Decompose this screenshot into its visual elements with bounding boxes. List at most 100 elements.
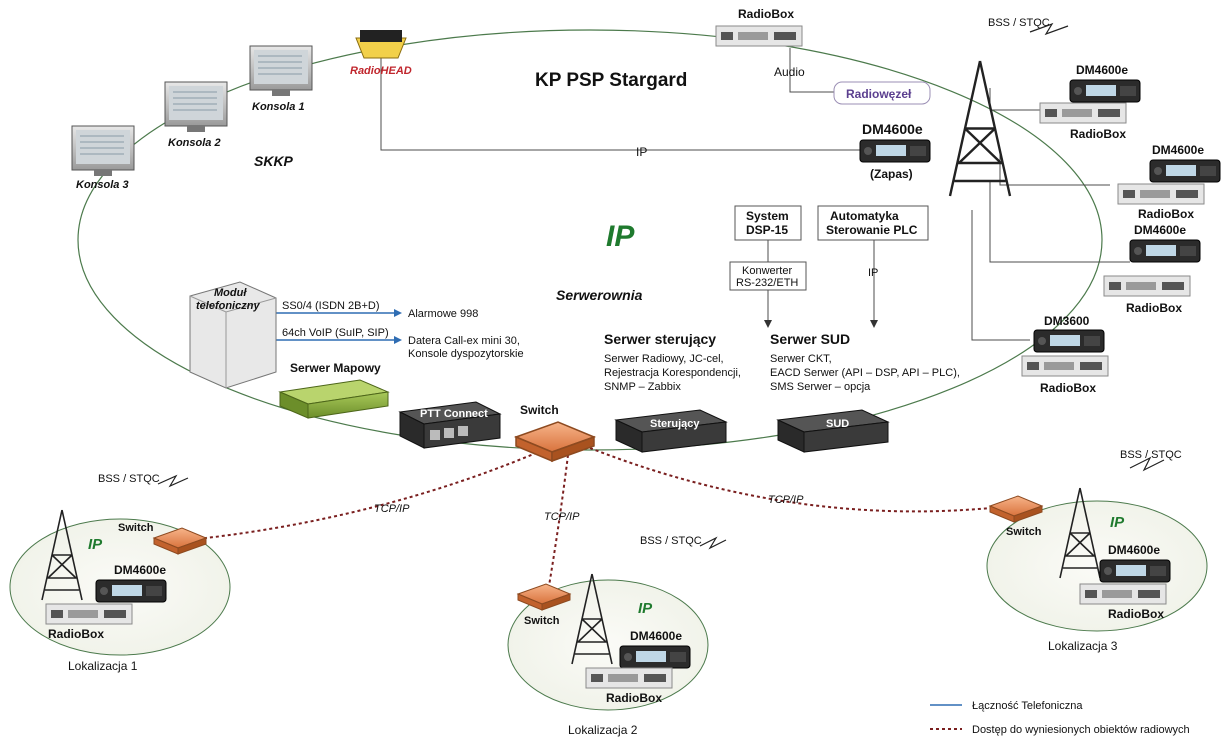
main-switch-label: Switch xyxy=(520,403,559,417)
converter-line2: RS-232/ETH xyxy=(736,277,798,289)
stack-2-radio-label: DM4600e xyxy=(1152,143,1204,157)
dsp-system-line2: DSP-15 xyxy=(746,223,788,237)
location-3-box-label: RadioBox xyxy=(1108,607,1164,621)
location-3-radio xyxy=(1099,559,1171,583)
location-1-box-label: RadioBox xyxy=(48,627,104,641)
main-bss-label: BSS / STQC xyxy=(988,17,1050,29)
location-3-radiobox xyxy=(1079,583,1167,605)
server-room-label: Serwerownia xyxy=(556,287,643,303)
audio-link xyxy=(789,48,834,93)
location-3-radio-label: DM4600e xyxy=(1108,543,1160,557)
plc-ip-label: IP xyxy=(868,267,878,279)
location-2-radiobox xyxy=(585,667,673,689)
plc-line2: Sterowanie PLC xyxy=(826,223,918,237)
location-1-radiobox xyxy=(45,603,133,625)
stack-1-box-label: RadioBox xyxy=(1070,127,1126,141)
phone-link-2-label: 64ch VoIP (SuIP, SIP) xyxy=(282,327,389,339)
sud-server-line2: EACD Serwer (API – DSP, API – PLC), xyxy=(770,367,960,379)
stack-1-radio xyxy=(1069,79,1141,103)
location-3-switch-label: Switch xyxy=(1006,526,1042,538)
sud-server-line1: Serwer CKT, xyxy=(770,353,832,365)
main-tower-icon xyxy=(948,59,1012,198)
stack-3-radio xyxy=(1129,239,1201,263)
stack-link-4 xyxy=(971,210,1030,341)
console-3-monitor xyxy=(71,125,135,177)
main-ring xyxy=(77,29,1103,451)
radiohead-label: RadioHEAD xyxy=(350,65,412,77)
stack-link-1 xyxy=(989,88,1040,111)
ip-link-radiohead xyxy=(380,50,860,151)
sud-server-device-label: SUD xyxy=(826,418,849,430)
stack-3-radiobox xyxy=(1103,275,1191,297)
control-server-title: Serwer sterujący xyxy=(604,331,716,347)
ptt-connect-label: PTT Connect xyxy=(420,408,488,420)
phone-link-2-target: Datera Call-ex mini 30, xyxy=(408,335,520,347)
stack-3-box-label: RadioBox xyxy=(1126,301,1182,315)
control-server-line3: SNMP – Zabbix xyxy=(604,381,681,393)
dsp-system-line1: System xyxy=(746,209,789,223)
location-2-radio-label: DM4600e xyxy=(630,629,682,643)
tcpip-link-1 xyxy=(187,447,549,541)
location-1-ip: IP xyxy=(88,536,103,553)
location-1-bss: BSS / STQC xyxy=(98,473,160,485)
stack-4-radio-label: DM3600 xyxy=(1044,314,1090,328)
location-2-radio xyxy=(619,645,691,669)
location-1-name: Lokalizacja 1 xyxy=(68,659,138,673)
location-1-radio-label: DM4600e xyxy=(114,563,166,577)
stack-2-radiobox xyxy=(1117,183,1205,205)
control-server-device xyxy=(614,409,728,453)
sud-server-line3: SMS Serwer – opcja xyxy=(770,381,871,393)
top-radiobox-device xyxy=(715,25,803,47)
center-ip-label: IP xyxy=(606,220,635,253)
location-2-ip: IP xyxy=(638,600,653,617)
main-switch-device xyxy=(515,421,595,462)
ip-link-label: IP xyxy=(636,145,647,159)
phone-module-line2: telefoniczny xyxy=(196,300,260,312)
dsp-system-box xyxy=(734,205,802,241)
location-2-bss: BSS / STQC xyxy=(640,535,702,547)
legend-remote-label: Dostęp do wyniesionych obiektów radiowyc… xyxy=(972,724,1190,736)
console-3-label: Konsola 3 xyxy=(76,179,129,191)
location-3-name: Lokalizacja 3 xyxy=(1048,639,1118,653)
converter-line1: Konwerter xyxy=(742,265,792,277)
tcpip-label-1: TCP/IP xyxy=(374,503,410,515)
radiowezel-box xyxy=(833,81,931,105)
sud-server-device xyxy=(776,409,890,453)
tcpip-link-3 xyxy=(589,447,1011,513)
spare-radio-model: DM4600e xyxy=(862,121,923,137)
location-2-box-label: RadioBox xyxy=(606,691,662,705)
phone-link-1-target: Alarmowe 998 xyxy=(408,308,478,320)
tcpip-link-2 xyxy=(547,454,569,593)
stack-link-3 xyxy=(989,180,1130,263)
location-2-name: Lokalizacja 2 xyxy=(568,723,638,737)
ptt-connect-device xyxy=(398,401,502,449)
plc-box xyxy=(817,205,929,241)
control-server-line2: Rejestracja Korespondencji, xyxy=(604,367,741,379)
phone-link-1-label: SS0/4 (ISDN 2B+D) xyxy=(282,300,380,312)
stack-3-radio-label: DM4600e xyxy=(1134,223,1186,237)
page-title: KP PSP Stargard xyxy=(535,70,687,91)
control-server-line1: Serwer Radiowy, JC-cel, xyxy=(604,353,724,365)
control-server-device-label: Sterujący xyxy=(650,418,700,430)
stack-1-radiobox xyxy=(1039,102,1127,124)
radiowezel-label: Radiowęzeł xyxy=(846,87,912,101)
stack-link-2 xyxy=(999,150,1110,186)
location-2-switch-label: Switch xyxy=(524,615,560,627)
skkp-label: SKKP xyxy=(254,153,294,169)
phone-module-line1: Moduł xyxy=(214,287,247,299)
spare-radio-device xyxy=(859,139,931,163)
phone-module-device xyxy=(189,281,277,389)
legend: Łączność Telefoniczna Dostęp do wyniesio… xyxy=(930,700,1190,736)
map-server-device xyxy=(278,379,390,419)
top-radiobox-label: RadioBox xyxy=(738,7,794,21)
tcpip-label-3: TCP/IP xyxy=(768,494,804,506)
tcpip-label-2: TCP/IP xyxy=(544,511,580,523)
stack-4-radiobox xyxy=(1021,355,1109,377)
stack-1-radio-label: DM4600e xyxy=(1076,63,1128,77)
plc-line1: Automatyka xyxy=(830,209,899,223)
stack-4-box-label: RadioBox xyxy=(1040,381,1096,395)
stack-2-box-label: RadioBox xyxy=(1138,207,1194,221)
radiohead-device xyxy=(355,30,407,59)
location-1-switch-label: Switch xyxy=(118,522,154,534)
